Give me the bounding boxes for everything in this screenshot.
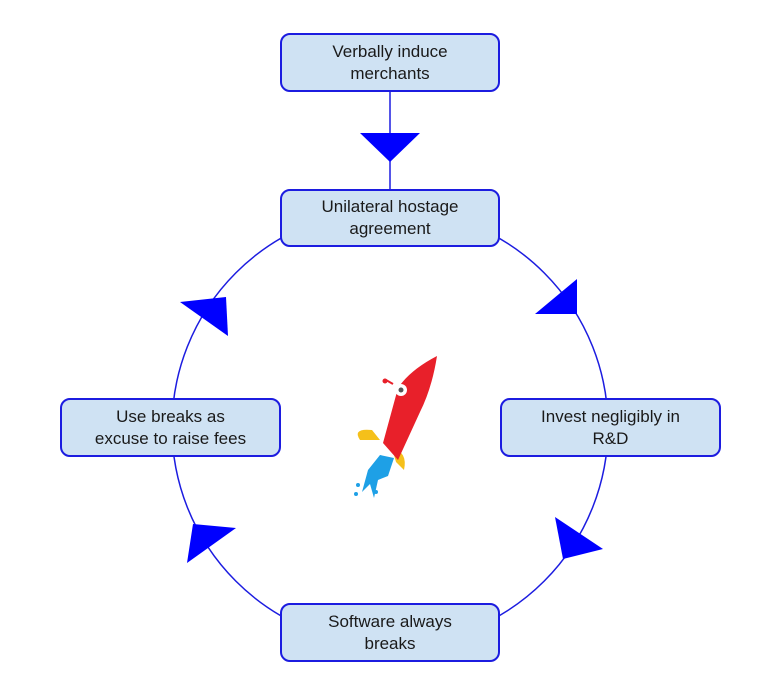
node-line: Invest negligibly in xyxy=(541,406,680,426)
arrowhead-entry xyxy=(360,133,420,162)
node-unilateral-hostage: Unilateral hostage agreement xyxy=(280,189,500,247)
node-use-breaks: Use breaks as excuse to raise fees xyxy=(60,398,281,457)
node-line: Unilateral hostage xyxy=(321,197,459,216)
node-line: agreement xyxy=(349,219,431,238)
node-line: Software always xyxy=(328,611,452,631)
node-line: excuse to raise fees xyxy=(94,428,247,448)
node-line: breaks xyxy=(364,633,416,653)
node-line: Verbally induce xyxy=(332,41,448,61)
node-invest-negligibly: Invest negligibly in R&D xyxy=(500,398,721,457)
node-software-breaks: Software always breaks xyxy=(280,603,500,662)
rocket-icon xyxy=(354,356,437,498)
node-line: R&D xyxy=(592,428,629,448)
arrowhead-bottom-right xyxy=(555,517,603,559)
node-verbally-induce: Verbally induce merchants xyxy=(280,33,500,92)
arrowhead-top-left xyxy=(180,297,228,336)
arrowhead-bottom-left xyxy=(187,524,236,563)
node-line: merchants xyxy=(350,63,430,83)
node-line: Use breaks as xyxy=(116,406,225,426)
arrowhead-top-right xyxy=(535,279,577,314)
